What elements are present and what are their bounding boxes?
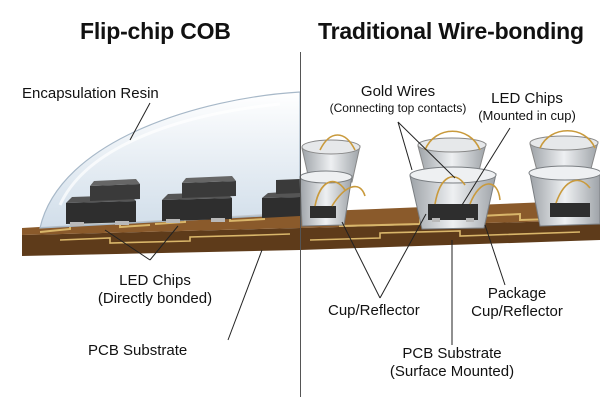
label-package-line2: Cup/Reflector — [471, 303, 563, 320]
right-title: Traditional Wire-bonding — [318, 18, 584, 44]
right-led-chips — [310, 203, 590, 222]
left-title: Flip-chip COB — [80, 18, 231, 44]
label-gold-wires: Gold Wires (Connecting top contacts) — [318, 83, 478, 115]
label-right-led-chips: LED Chips (Mounted in cup) — [472, 90, 582, 123]
label-right-led-chips-title: LED Chips — [491, 90, 563, 107]
label-package-line1: Package — [487, 285, 547, 302]
label-left-pcb: PCB Substrate — [88, 342, 188, 359]
label-right-pcb-note: (Surface Mounted) — [389, 363, 515, 380]
resin-leader — [129, 102, 151, 141]
label-right-pcb-title: PCB Substrate — [402, 345, 502, 362]
section-divider — [300, 52, 301, 397]
label-package-cup-reflector: Package Cup/Reflector — [462, 285, 572, 321]
gold-wires — [314, 129, 596, 207]
label-left-led-chips: LED Chips (Directly bonded) — [85, 272, 225, 308]
label-gold-wires-title: Gold Wires — [360, 83, 436, 100]
label-left-led-chips-note: (Directly bonded) — [97, 290, 213, 307]
label-cup-reflector: Cup/Reflector — [328, 302, 420, 319]
label-right-led-chips-note: (Mounted in cup) — [478, 108, 576, 123]
label-right-pcb: PCB Substrate (Surface Mounted) — [372, 345, 532, 381]
label-encapsulation-resin: Encapsulation Resin — [22, 85, 159, 102]
label-gold-wires-note: (Connecting top contacts) — [329, 101, 467, 115]
label-left-led-chips-title: LED Chips — [119, 272, 191, 289]
left-led-chips — [66, 176, 300, 226]
